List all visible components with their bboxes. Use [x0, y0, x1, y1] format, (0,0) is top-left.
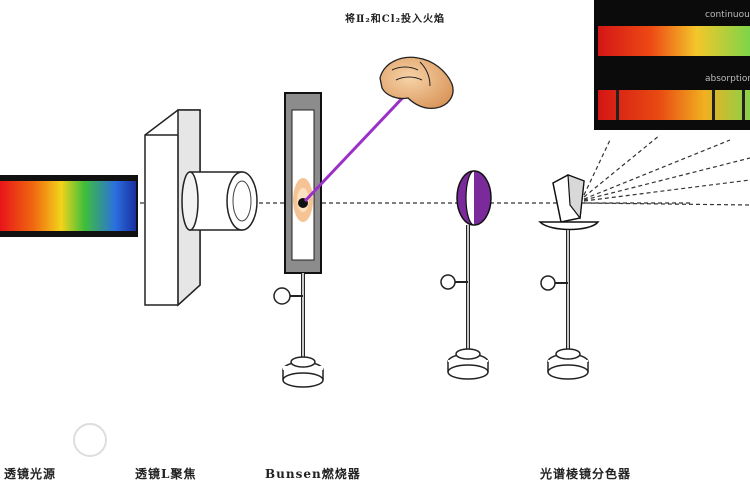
sample-beam	[303, 88, 412, 203]
label-spectroscope: 光谱棱镜分色器	[540, 467, 632, 481]
panel-label-absorption: absorption	[705, 74, 750, 84]
dispersed-rays	[583, 134, 750, 206]
continuous-spectrum	[598, 26, 750, 56]
absorption-spectrum	[598, 90, 750, 120]
label-bunsen: Bunsen燃烧器	[265, 467, 361, 481]
prism	[538, 174, 600, 380]
label-source: 透镜光源	[4, 467, 57, 481]
hand-icon	[379, 56, 454, 110]
top-caption: 将Ⅱ₂和Cl₂投入火焰	[345, 14, 445, 25]
panel-label-continuous: continuous	[705, 10, 750, 20]
label-lens: 透镜L聚焦	[135, 467, 197, 481]
spectrum-panel	[594, 0, 750, 130]
collimating-lens	[440, 170, 492, 380]
bunsen-burner	[273, 92, 324, 388]
lens-L	[181, 171, 258, 231]
source-spectrum	[0, 175, 138, 237]
watermark-icon	[73, 423, 107, 457]
